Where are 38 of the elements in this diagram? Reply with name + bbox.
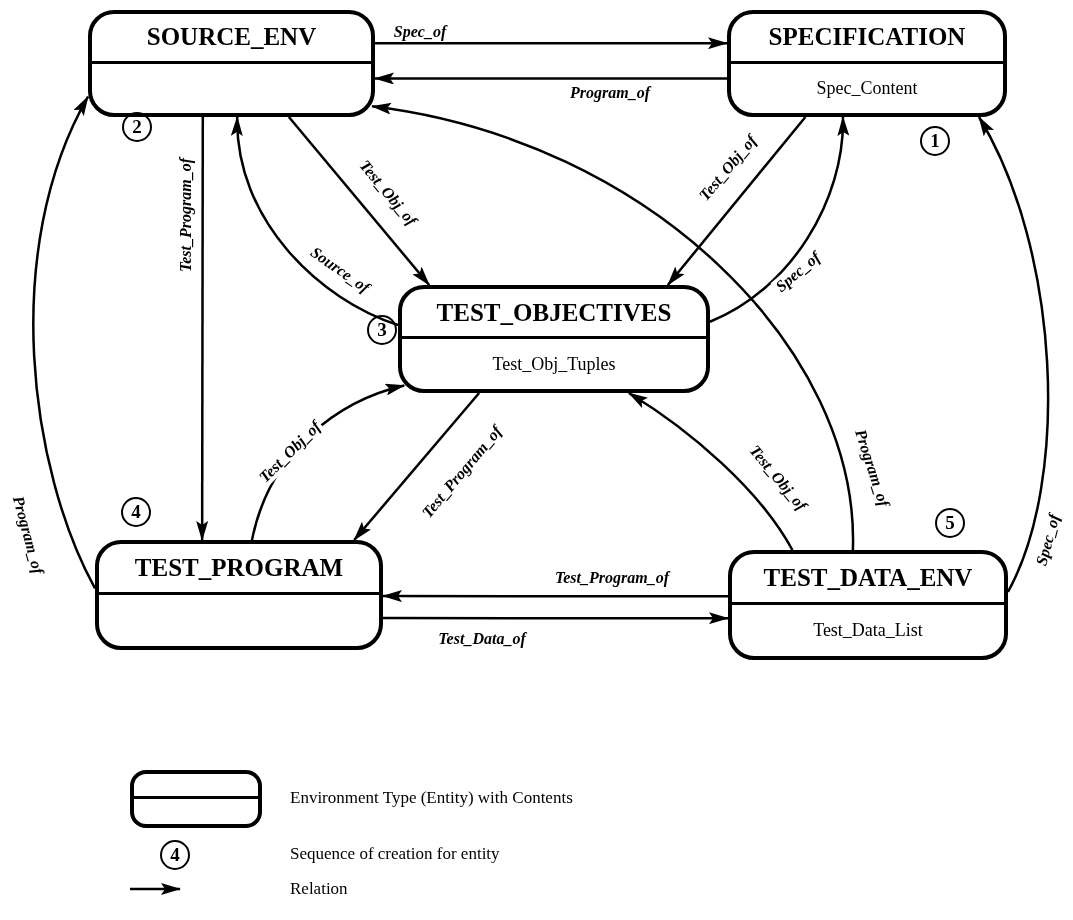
relation-arrow bbox=[628, 391, 794, 551]
entity-name: TEST_PROGRAM bbox=[134, 554, 344, 582]
relation-arrow bbox=[32, 95, 97, 589]
edge-label: Spec_of bbox=[391, 23, 449, 41]
relation-arrow bbox=[375, 37, 728, 50]
entity-name: SOURCE_ENV bbox=[146, 23, 317, 52]
entity-box bbox=[88, 10, 375, 117]
sequence-number: 4 bbox=[121, 497, 151, 527]
sequence-number: 3 bbox=[367, 315, 397, 345]
relation-arrow bbox=[371, 103, 855, 551]
entity-box bbox=[728, 550, 1008, 660]
entity-name: TEST_OBJECTIVES bbox=[436, 298, 672, 327]
entity-box bbox=[95, 540, 383, 650]
entity-box bbox=[727, 10, 1007, 117]
legend-text: Environment Type (Entity) with Contents bbox=[290, 788, 573, 808]
relation-arrow bbox=[232, 116, 399, 327]
entity-contents: Test_Data_List bbox=[813, 620, 923, 641]
entity-name: TEST_DATA_ENV bbox=[763, 564, 973, 592]
relation-arrow bbox=[709, 116, 849, 323]
relation-arrow bbox=[196, 117, 209, 541]
sequence-number: 2 bbox=[122, 112, 152, 142]
sequence-number: 5 bbox=[935, 508, 965, 538]
sequence-number: 1 bbox=[920, 126, 950, 156]
relation-arrow bbox=[287, 116, 431, 286]
relation-arrow bbox=[382, 590, 728, 603]
relation-arrow bbox=[666, 116, 807, 286]
edge-label: Program_of bbox=[568, 84, 652, 102]
relation-arrow bbox=[374, 72, 727, 85]
relation-arrow bbox=[353, 392, 481, 541]
entity-contents: Test_Obj_Tuples bbox=[492, 353, 616, 375]
legend-text: Sequence of creation for entity bbox=[290, 844, 500, 864]
edge-label: Test_Data_of bbox=[436, 630, 528, 648]
entity-name: SPECIFICATION bbox=[768, 23, 966, 52]
legend-sequence-sample: 4 bbox=[160, 840, 190, 870]
legend-text: Relation bbox=[290, 879, 348, 899]
entity-box bbox=[398, 285, 710, 393]
entity-contents: Spec_Content bbox=[816, 77, 918, 99]
relation-arrow bbox=[383, 612, 729, 625]
